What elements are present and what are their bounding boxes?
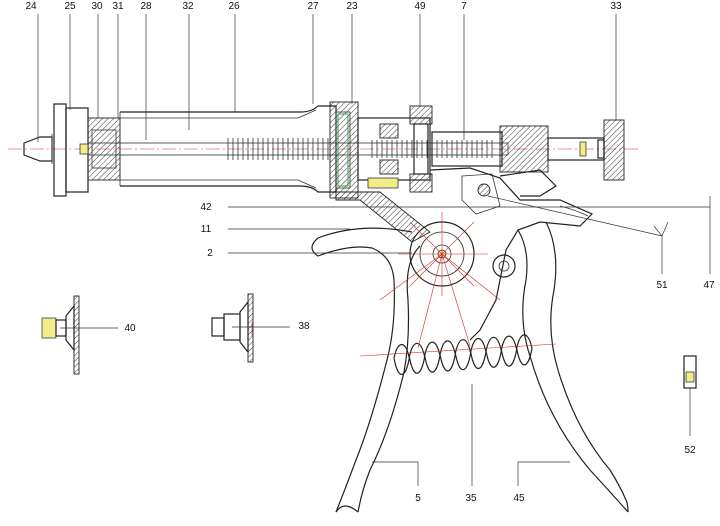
callout-32: 32 <box>182 1 194 12</box>
callout-49: 49 <box>414 1 426 12</box>
callout-24: 24 <box>25 1 37 12</box>
leader-lines-top <box>37 14 617 142</box>
callout-labels-bottom: 5 35 45 <box>372 384 570 504</box>
detail-part-40: 40 <box>41 295 136 375</box>
barrel-holder <box>329 101 431 199</box>
nozzle <box>23 134 53 164</box>
callout-30: 30 <box>91 1 103 12</box>
callout-26: 26 <box>228 1 240 12</box>
callout-28: 28 <box>140 1 152 12</box>
callout-31: 31 <box>112 1 124 12</box>
callout-labels-top: 24 25 30 31 28 32 26 27 23 49 7 33 <box>25 1 622 12</box>
callout-52: 52 <box>684 445 696 456</box>
callout-labels-right: 51 47 <box>470 195 715 291</box>
detail-part-38: 38 <box>211 293 310 363</box>
callout-38: 38 <box>298 321 310 332</box>
callout-25: 25 <box>64 1 76 12</box>
callout-23: 23 <box>346 1 358 12</box>
callout-45: 45 <box>513 493 525 504</box>
callout-47: 47 <box>703 280 715 291</box>
rear-handle <box>517 205 629 513</box>
detail-part-52: 52 <box>683 355 697 456</box>
callout-42: 42 <box>200 202 212 213</box>
callout-27: 27 <box>307 1 319 12</box>
callout-5: 5 <box>415 493 421 504</box>
callout-40: 40 <box>124 323 136 334</box>
callout-2: 2 <box>207 248 213 259</box>
callout-33: 33 <box>610 1 622 12</box>
ribbed-rod-section <box>227 138 493 160</box>
spring-coils <box>393 334 533 376</box>
adjusting-knob <box>597 119 625 181</box>
callout-11: 11 <box>201 224 212 235</box>
callout-35: 35 <box>465 493 477 504</box>
callout-labels-left: 42 11 2 <box>200 202 470 259</box>
rear-sleeve <box>431 125 605 173</box>
locking-nut <box>409 105 433 193</box>
callout-7: 7 <box>461 1 467 12</box>
spring-axis <box>359 343 557 357</box>
front-handle <box>311 227 421 513</box>
construction-lines <box>379 253 501 349</box>
callout-51: 51 <box>656 280 668 291</box>
pivot-wheel <box>398 212 488 296</box>
return-spring <box>393 334 533 376</box>
